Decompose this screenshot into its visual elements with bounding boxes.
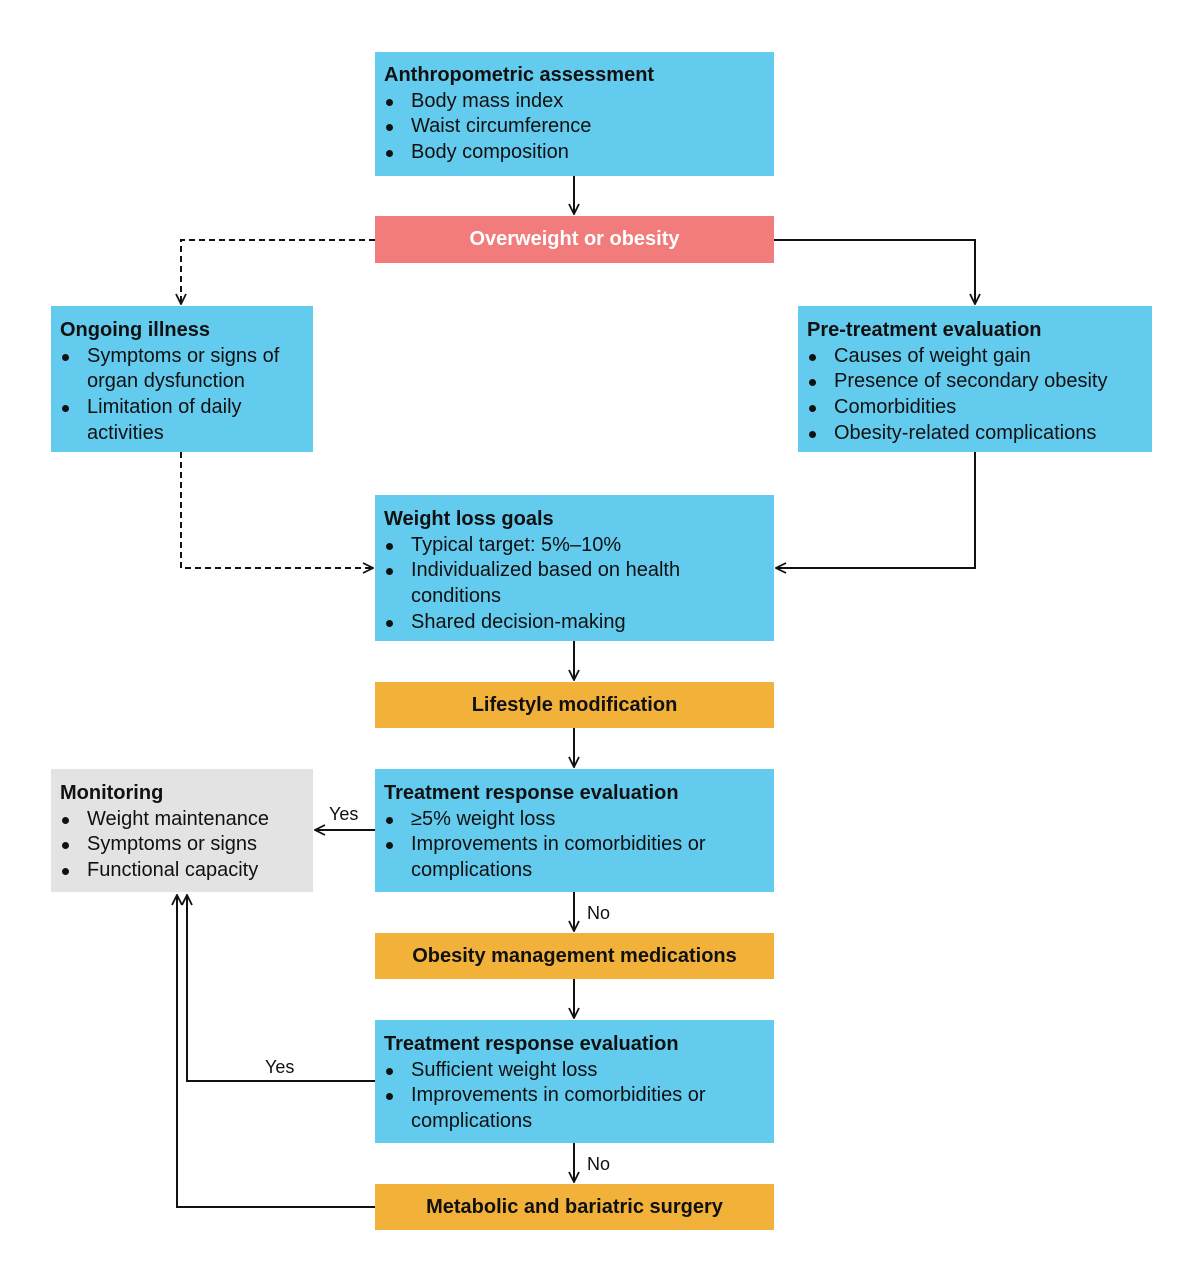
ongoing-illness-node: Ongoing illness Symptoms or signs of org… xyxy=(51,306,313,452)
treatment-response-evaluation-2-node: Treatment response evaluation Sufficient… xyxy=(375,1020,774,1143)
bariatric-surgery-node: Metabolic and bariatric surgery xyxy=(375,1184,774,1230)
list-item: Typical target: 5%–10% xyxy=(384,533,766,559)
list-item: ≥5% weight loss xyxy=(384,807,766,833)
node-label: Lifestyle modification xyxy=(471,693,678,716)
node-title: Pre-treatment evaluation xyxy=(807,319,1042,341)
node-item-list: ≥5% weight loss Improvements in comorbid… xyxy=(384,807,766,884)
treatment-response-evaluation-1-node: Treatment response evaluation ≥5% weight… xyxy=(375,769,774,892)
node-label: Overweight or obesity xyxy=(469,228,680,250)
anthropometric-assessment-node: Anthropometric assessment Body mass inde… xyxy=(375,52,774,176)
node-title: Treatment response evaluation xyxy=(384,1033,679,1055)
node-title: Anthropometric assessment xyxy=(384,64,655,86)
node-item-list: Symptoms or signs of organ dysfunction L… xyxy=(60,344,305,447)
list-item: Body mass index xyxy=(384,89,766,115)
node-label: Obesity management medications xyxy=(412,944,737,967)
edge-label-yes: Yes xyxy=(265,1057,295,1077)
monitoring-node: Monitoring Weight maintenance Symptoms o… xyxy=(51,769,313,892)
weight-loss-goals-node: Weight loss goals Typical target: 5%–10%… xyxy=(375,495,774,641)
list-item: Sufficient weight loss xyxy=(384,1058,766,1084)
node-title: Monitoring xyxy=(60,782,164,804)
node-label: Metabolic and bariatric surgery xyxy=(426,1195,723,1218)
arrow-overweight-to-ongoing-illness xyxy=(181,239,375,304)
edge-label-no: No xyxy=(587,1154,611,1174)
arrow-ongoing-illness-to-goals xyxy=(180,452,373,568)
list-item: Causes of weight gain xyxy=(807,344,1144,370)
list-item: Improvements in comorbidities or complic… xyxy=(384,832,766,883)
node-title: Weight loss goals xyxy=(384,508,554,530)
edge-label-no: No xyxy=(587,903,611,923)
list-item: Symptoms or signs xyxy=(60,832,305,858)
arrow-pretreatment-to-goals xyxy=(776,452,976,568)
list-item: Limitation of daily activities xyxy=(60,395,305,446)
arrow-response2-to-monitoring xyxy=(187,895,375,1082)
list-item: Comorbidities xyxy=(807,395,1144,421)
list-item: Waist circumference xyxy=(384,114,766,140)
list-item: Presence of secondary obesity xyxy=(807,369,1144,395)
node-title: Treatment response evaluation xyxy=(384,782,679,804)
list-item: Individualized based on health condition… xyxy=(384,558,766,609)
list-item: Functional capacity xyxy=(60,858,305,884)
lifestyle-modification-node: Lifestyle modification xyxy=(375,682,774,728)
node-item-list: Sufficient weight loss Improvements in c… xyxy=(384,1058,766,1135)
overweight-obesity-node: Overweight or obesity xyxy=(375,216,774,263)
edge-label-yes: Yes xyxy=(329,804,359,824)
arrow-surgery-to-monitoring xyxy=(177,895,375,1208)
node-item-list: Causes of weight gain Presence of second… xyxy=(807,344,1144,447)
obesity-medications-node: Obesity management medications xyxy=(375,933,774,979)
node-title: Ongoing illness xyxy=(60,319,211,341)
list-item: Improvements in comorbidities or complic… xyxy=(384,1083,766,1134)
list-item: Shared decision-making xyxy=(384,610,766,636)
list-item: Symptoms or signs of organ dysfunction xyxy=(60,344,305,395)
list-item: Obesity-related complications xyxy=(807,421,1144,447)
pre-treatment-evaluation-node: Pre-treatment evaluation Causes of weigh… xyxy=(798,306,1152,452)
list-item: Weight maintenance xyxy=(60,807,305,833)
node-item-list: Body mass index Waist circumference Body… xyxy=(384,89,766,166)
arrow-overweight-to-pretreatment xyxy=(774,239,975,304)
node-item-list: Typical target: 5%–10% Individualized ba… xyxy=(384,533,766,636)
node-item-list: Weight maintenance Symptoms or signs Fun… xyxy=(60,807,305,884)
list-item: Body composition xyxy=(384,140,766,166)
